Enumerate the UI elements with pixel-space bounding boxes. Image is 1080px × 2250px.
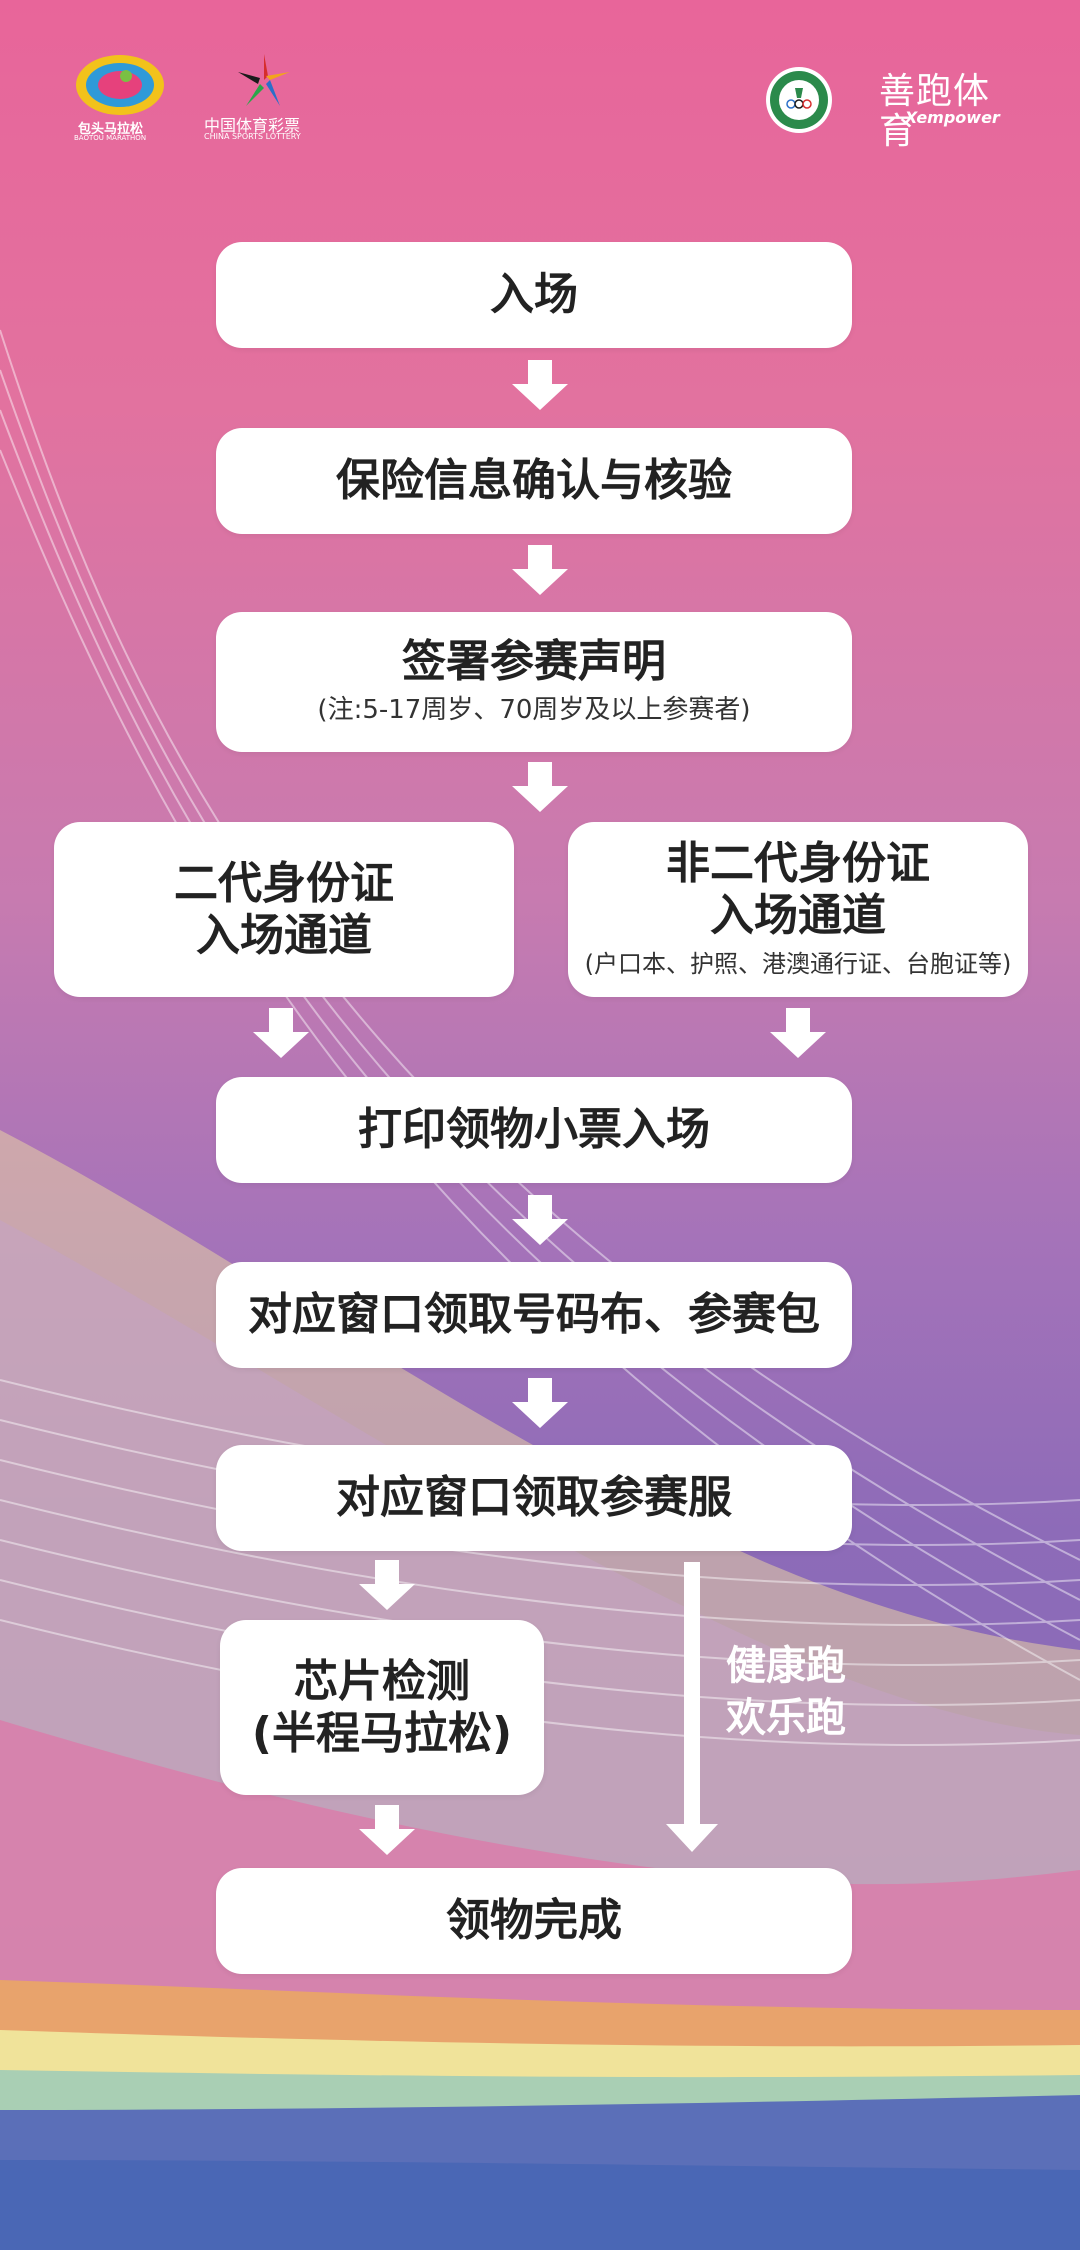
step-insurance: 保险信息确认与核验 bbox=[216, 428, 852, 534]
baotou-logo-text: 包头马拉松 bbox=[78, 122, 144, 137]
step-bib-pack-label: 对应窗口领取号码布、参赛包 bbox=[248, 1289, 820, 1340]
step-id-channel: 二代身份证 入场通道 bbox=[54, 822, 514, 997]
step-chip-check-line1: 芯片检测 bbox=[294, 1655, 470, 1707]
step-done-label: 领物完成 bbox=[446, 1895, 622, 1946]
side-route-label: 健康跑 欢乐跑 bbox=[726, 1640, 846, 1744]
baotou-logo-subtext: BAOTOU MARATHON bbox=[74, 134, 147, 142]
step-done: 领物完成 bbox=[216, 1868, 852, 1974]
step-bib-pack: 对应窗口领取号码布、参赛包 bbox=[216, 1262, 852, 1368]
step-shirt-label: 对应窗口领取参赛服 bbox=[336, 1472, 732, 1523]
step-print-ticket: 打印领物小票入场 bbox=[216, 1077, 852, 1183]
step-declaration-label: 签署参赛声明 bbox=[402, 636, 666, 687]
xempower-logo: 善跑体育 Xempower bbox=[875, 72, 1015, 152]
xempower-logo-text: 善跑体育 bbox=[879, 71, 991, 152]
step-nonid-channel-line1: 非二代身份证 bbox=[666, 837, 930, 889]
step-nonid-channel-note: (户口本、护照、港澳通行证、台胞证等) bbox=[584, 949, 1012, 978]
arrow-down-icon bbox=[359, 1805, 415, 1855]
side-route-label-line1: 健康跑 bbox=[726, 1643, 846, 1689]
step-entry: 入场 bbox=[216, 242, 852, 348]
arrow-down-icon bbox=[253, 1008, 309, 1058]
arrow-down-icon bbox=[512, 360, 568, 410]
step-nonid-channel-line2: 入场通道 bbox=[710, 889, 886, 941]
china-sports-lottery-logo: 中国体育彩票 CHINA SPORTS LOTTERY bbox=[200, 50, 330, 145]
step-nonid-channel: 非二代身份证 入场通道 (户口本、护照、港澳通行证、台胞证等) bbox=[568, 822, 1028, 997]
side-route-label-line2: 欢乐跑 bbox=[726, 1695, 846, 1741]
step-shirt: 对应窗口领取参赛服 bbox=[216, 1445, 852, 1551]
arrow-down-icon bbox=[512, 1195, 568, 1245]
step-insurance-label: 保险信息确认与核验 bbox=[336, 455, 732, 506]
sports-association-seal-icon bbox=[766, 67, 832, 133]
step-chip-check-line2: (半程马拉松) bbox=[251, 1707, 513, 1759]
xempower-logo-subtext: Xempower bbox=[905, 108, 1000, 127]
arrow-down-icon bbox=[770, 1008, 826, 1058]
baotou-marathon-icon bbox=[76, 55, 164, 115]
arrow-down-icon bbox=[512, 762, 568, 812]
step-entry-label: 入场 bbox=[490, 269, 578, 320]
lottery-logo-subtext: CHINA SPORTS LOTTERY bbox=[204, 132, 301, 141]
step-id-channel-line1: 二代身份证 bbox=[174, 857, 394, 909]
lottery-logo-text: 中国体育彩票 bbox=[204, 116, 301, 135]
step-print-ticket-label: 打印领物小票入场 bbox=[358, 1104, 710, 1155]
lottery-star-icon bbox=[238, 54, 290, 106]
step-id-channel-line2: 入场通道 bbox=[196, 909, 372, 961]
step-declaration: 签署参赛声明 (注:5-17周岁、70周岁及以上参赛者) bbox=[216, 612, 852, 752]
arrow-down-icon bbox=[359, 1560, 415, 1610]
baotou-marathon-logo: 包头马拉松 BAOTOU MARATHON bbox=[70, 52, 170, 142]
long-arrow-down-icon bbox=[666, 1562, 718, 1852]
arrow-down-icon bbox=[512, 1378, 568, 1428]
step-chip-check: 芯片检测 (半程马拉松) bbox=[220, 1620, 544, 1795]
arrow-down-icon bbox=[512, 545, 568, 595]
step-declaration-note: (注:5-17周岁、70周岁及以上参赛者) bbox=[317, 695, 751, 725]
